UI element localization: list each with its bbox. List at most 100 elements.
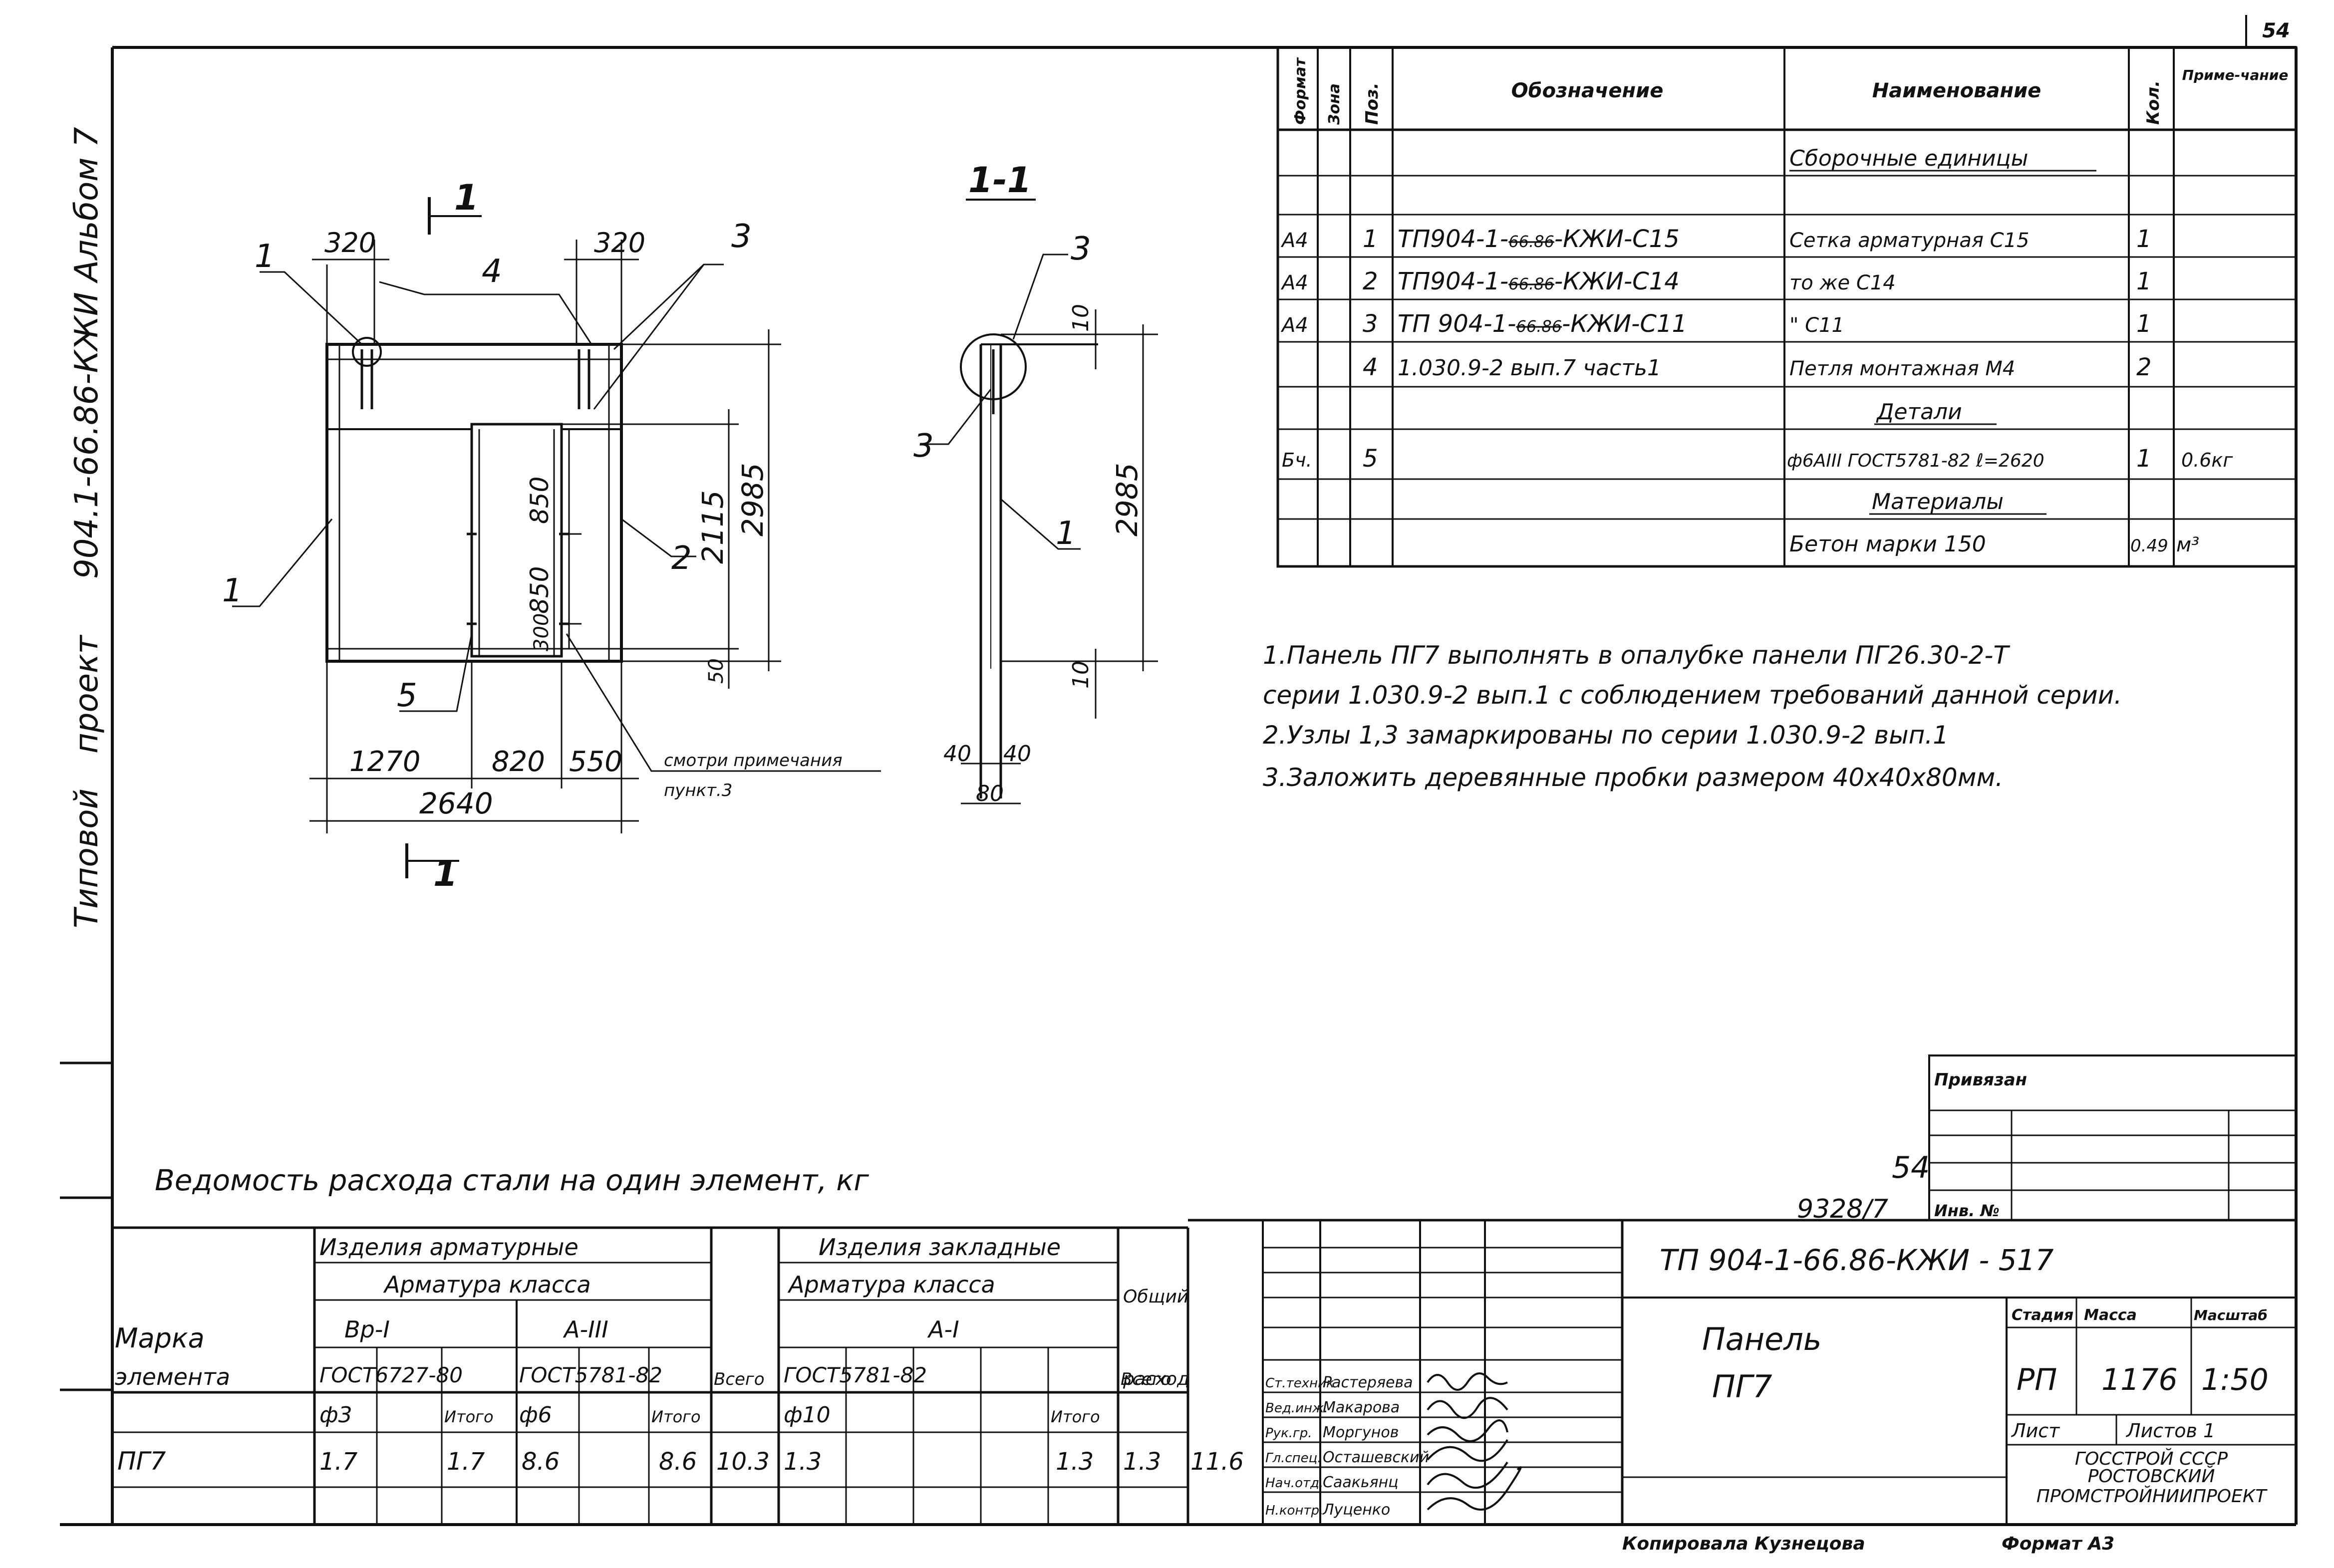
section-1-1-view (923, 199, 1158, 804)
spec-header-designation: Обозначение (1511, 79, 1664, 102)
dim-850-upper: 850 (525, 477, 554, 524)
spec-cell-name: Петля монтажная М4 (1789, 357, 2015, 380)
steel-h-gost5781b: ГОСТ5781-82 (784, 1363, 927, 1387)
sec-dim-2985: 2985 (1110, 463, 1144, 536)
note-ref-line-1: смотри примечания (664, 751, 843, 771)
stamp-title-2: ПГ7 (1712, 1368, 1772, 1405)
stamp-org-1: ГОССТРОЙ СССР (2075, 1448, 2228, 1469)
signatures-image (1427, 1372, 1522, 1511)
steel-h-aiii: А-III (563, 1316, 608, 1343)
signer-name: Луценко (1322, 1501, 1390, 1519)
steel-cell-itogo3: 1.3 (1056, 1448, 1094, 1476)
side-line-1: Типовой (68, 788, 105, 928)
spec-header-zone: Зона (1326, 83, 1343, 125)
spec-cell-name: то же С14 (1789, 271, 1896, 294)
note-ref-line-2: пункт.3 (664, 781, 732, 800)
stamp-archive-54: 54 (1892, 1150, 1930, 1185)
steel-h-f3: ф3 (319, 1402, 352, 1428)
stamp-mass: 1176 (2101, 1362, 2178, 1397)
spec-cell-designation: ТП 904-1-66.86-КЖИ-С11 (1398, 310, 1687, 338)
stamp-grid (1188, 1054, 2297, 1525)
pos-1-left: 1 (222, 572, 243, 609)
dim-820: 820 (492, 746, 545, 778)
side-line-2: проект (68, 634, 105, 754)
steel-cell-itogo2: 8.6 (659, 1448, 697, 1476)
spec-cell-pos: 5 (1363, 445, 1378, 473)
copied-by: Копировала Кузнецова (1622, 1534, 1865, 1554)
signer-name: Саакьянц (1323, 1474, 1399, 1491)
steel-h-rebar: Изделия арматурные (319, 1234, 579, 1261)
spec-section-details: Детали (1876, 399, 1962, 425)
dim-850-lower: 850 (525, 566, 554, 614)
spec-cell-note: 0.6кг (2181, 449, 2233, 471)
spec-cell-name: Сетка арматурная С15 (1789, 229, 2029, 252)
spec-cell-qty: 1 (2136, 310, 2152, 338)
spec-row-2: А4 2 ТП904-1-66.86-КЖИ-С14 то же С14 1 (1280, 267, 2152, 295)
steel-cell-total: 10.3 (716, 1448, 770, 1476)
spec-cell-pos: 1 (1363, 225, 1378, 253)
dim-300: 300 (530, 613, 553, 651)
page-number: 54 (2262, 19, 2290, 42)
stamp-scale: 1:50 (2201, 1362, 2269, 1397)
notes-block: 1.Панель ПГ7 выполнять в опалубке панели… (1263, 641, 2122, 792)
sec-pos-3-top: 3 (1071, 231, 1091, 267)
spec-cell-note: м³ (2176, 533, 2199, 556)
side-title: Типовой проект 904.1-66.86-КЖИ Альбом 7 (68, 127, 105, 928)
signer-role: Ст.техник (1265, 1376, 1334, 1391)
stamp-signers: Ст.техник Растеряева Вед.инж. Макарова Р… (1265, 1374, 1429, 1519)
spec-row-3: А4 3 ТП 904-1-66.86-КЖИ-С11 " С11 1 (1280, 310, 2152, 338)
sec-dim-10-bottom: 10 (1068, 661, 1094, 689)
spec-header-name: Наименование (1872, 79, 2042, 102)
dim-320-right: 320 (594, 227, 645, 259)
steel-table-headers: Марка элемента Изделия арматурные Армату… (115, 1234, 1189, 1428)
dim-2985-front: 2985 (736, 463, 770, 536)
stamp-stage: РП (2017, 1362, 2057, 1397)
spec-cell-qty: 1 (2136, 445, 2152, 473)
spec-section-assembly: Сборочные единицы (1789, 146, 2028, 171)
steel-h-total: Всего (714, 1369, 765, 1389)
steel-h-overall-1: Общий (1123, 1287, 1188, 1307)
side-line-3: 904.1-66.86-КЖИ Альбом 7 (68, 127, 105, 579)
steel-h-f10: ф10 (784, 1402, 831, 1428)
steel-h-rebar-class: Арматура класса (383, 1271, 591, 1298)
sec-dim-40-left: 40 (943, 741, 971, 767)
dim-2640: 2640 (419, 786, 493, 820)
pos-3: 3 (731, 218, 752, 255)
steel-table-row: ПГ7 1.7 1.7 8.6 8.6 10.3 1.3 1.3 1.3 11.… (117, 1447, 1244, 1476)
spec-header-note: Приме-чание (2182, 67, 2289, 83)
signer-role: Гл.спец. (1265, 1451, 1322, 1466)
sec-pos-3-left: 3 (913, 428, 934, 465)
steel-h-f6: ф6 (519, 1402, 552, 1428)
signer-name: Моргунов (1323, 1424, 1399, 1441)
spec-row-1: А4 1 ТП904-1-66.86-КЖИ-С15 Сетка арматур… (1280, 225, 2152, 253)
stamp-h-stage: Стадия (2012, 1307, 2073, 1324)
signer-name: Макарова (1323, 1399, 1400, 1416)
sheet-format: Формат А3 (2002, 1534, 2114, 1554)
signer-role: Нач.отд. (1265, 1476, 1323, 1491)
steel-h-mark-2: элемента (115, 1363, 230, 1390)
spec-cell-designation: ТП904-1-66.86-КЖИ-С14 (1398, 267, 1680, 295)
spec-cell-name: Бетон марки 150 (1789, 531, 1986, 557)
spec-material-row: Бетон марки 150 0.49 м³ (1789, 531, 2199, 557)
stamp-h-scale: Масштаб (2194, 1307, 2268, 1323)
dim-1270: 1270 (349, 746, 421, 778)
signer-role: Вед.инж. (1265, 1401, 1328, 1416)
spec-cell-name: ф6АIII ГОСТ5781-82 ℓ=2620 (1787, 451, 2044, 471)
steel-cell-total2: 1.3 (1123, 1448, 1161, 1476)
panel-front-view (232, 197, 881, 878)
spec-section-materials: Материалы (1872, 489, 2004, 515)
note-line-1: 1.Панель ПГ7 выполнять в опалубке панели… (1263, 641, 2010, 670)
steel-h-total2: Всего (1121, 1369, 1171, 1389)
steel-h-emb-class: Арматура класса (787, 1271, 995, 1298)
stamp-sheets: Листов 1 (2125, 1420, 2215, 1442)
steel-cell-itogo1: 1.7 (447, 1448, 485, 1476)
pos-5: 5 (397, 677, 417, 714)
stamp-h-mass: Масса (2084, 1307, 2137, 1324)
spec-cell-qty: 1 (2136, 225, 2152, 253)
stamp-sheet: Лист (2011, 1420, 2060, 1442)
spec-cell-designation: 1.030.9-2 вып.7 часть1 (1398, 355, 1661, 381)
signer-name: Осташевский (1323, 1449, 1429, 1466)
steel-h-itogo3: Итого (1051, 1407, 1100, 1426)
spec-cell-pos: 4 (1363, 353, 1378, 381)
stamp-org-3: ПРОМСТРОЙНИИПРОЕКТ (2037, 1486, 2268, 1507)
